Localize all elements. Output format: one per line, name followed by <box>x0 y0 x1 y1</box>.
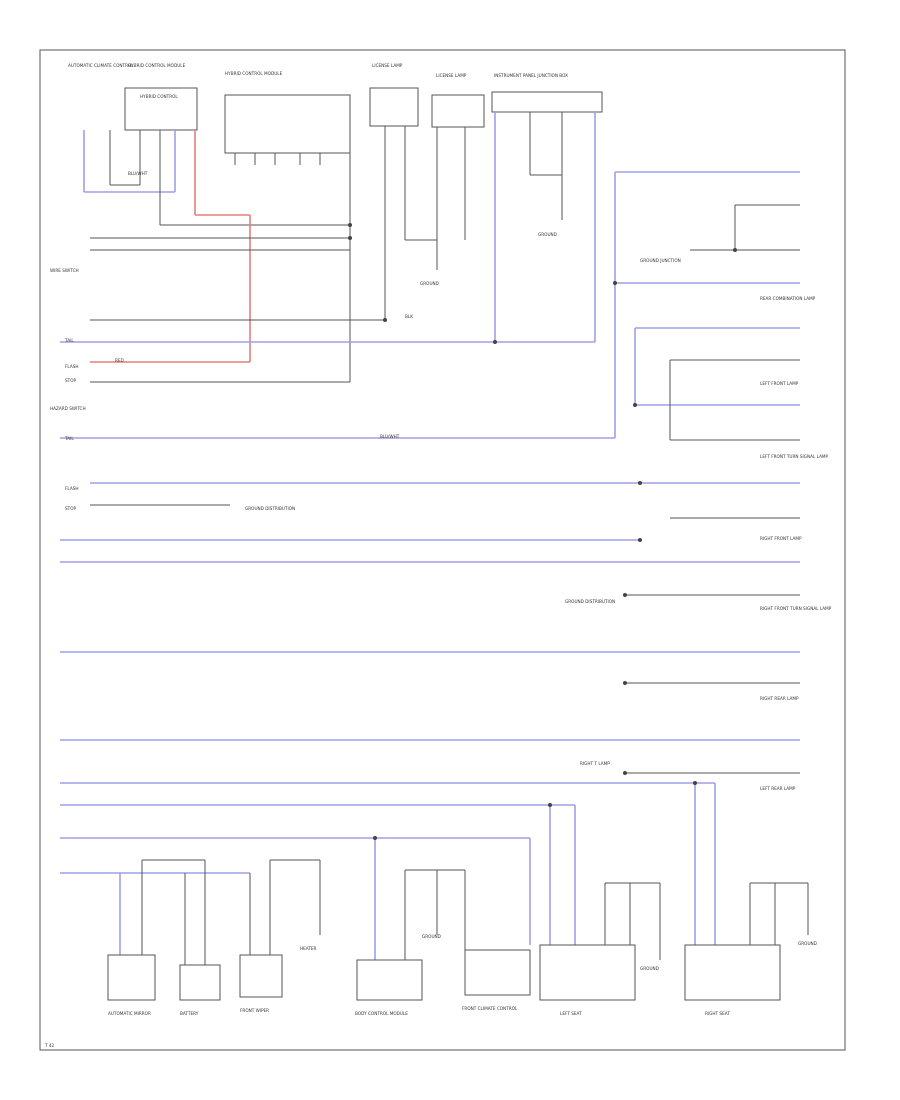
wire-label-blu-2: BLU/WHT <box>380 434 400 439</box>
label-hybrid-control-b: HYBRID CONTROL MODULE <box>225 71 283 76</box>
label-hybrid-inner: HYBRID CONTROL <box>140 94 178 99</box>
license-lamp-left-box <box>369 87 419 127</box>
front-climate-box <box>464 949 531 996</box>
label-tail: TAIL <box>64 338 74 343</box>
right-labels: GROUND JUNCTION REAR COMBINATION LAMP LE… <box>565 258 832 791</box>
label-ground-g2: GROUND <box>538 232 557 237</box>
top-stubs <box>83 112 596 383</box>
label-ground-distribution: GROUND DISTRIBUTION <box>565 599 615 604</box>
right-seat-box <box>684 944 781 1001</box>
front-wiper-box <box>239 954 283 998</box>
label-ground-dist: GROUND DISTRIBUTION <box>245 506 295 511</box>
left-seat-box <box>539 944 636 1001</box>
wire-label-blk: BLK <box>405 314 413 319</box>
label-front-climate: FRONT CLIMATE CONTROL <box>462 1006 518 1011</box>
auto-mirror-box <box>107 954 156 1001</box>
label-left-rear-lamp: LEFT REAR LAMP <box>760 786 796 791</box>
battery-box <box>179 964 221 1001</box>
splice-dots <box>348 223 737 840</box>
label-left-front-lamp: LEFT FRONT LAMP <box>760 381 799 386</box>
label-ip-junction: INSTRUMENT PANEL JUNCTION BOX <box>494 73 568 78</box>
label-auto-climate: AUTOMATIC CLIMATE CONTROL <box>68 63 134 68</box>
label-auto-mirror: AUTOMATIC MIRROR <box>108 1011 151 1016</box>
hybrid-control-module-b-box <box>224 94 351 154</box>
label-ground-g5: GROUND <box>798 941 817 946</box>
label-right-t-lamp: RIGHT T LAMP <box>580 761 610 766</box>
label-wire-switch: WIRE SWITCH <box>50 268 79 273</box>
label-stop: STOP <box>65 378 77 383</box>
label-left-front-turn: LEFT FRONT TURN SIGNAL LAMP <box>760 454 829 459</box>
label-right-seat: RIGHT SEAT <box>705 1011 730 1016</box>
label-flash-2: FLASH <box>65 486 79 491</box>
label-right-rear-lamp: RIGHT REAR LAMP <box>760 696 799 701</box>
top-components: AUTOMATIC CLIMATE CONTROL HYBRID CONTROL… <box>50 63 603 286</box>
label-right-front-turn: RIGHT FRONT TURN SIGNAL LAMP <box>760 606 832 611</box>
label-license-lamp-left: LICENSE LAMP <box>372 63 403 68</box>
label-front-wiper: FRONT WIPER <box>240 1008 269 1013</box>
label-stop-2: STOP <box>65 506 77 511</box>
label-ground-junction: GROUND JUNCTION <box>640 258 681 263</box>
main-wires <box>60 171 800 874</box>
label-heater: HEATER <box>300 946 317 951</box>
label-rear-combination: REAR COMBINATION LAMP <box>760 296 816 301</box>
label-ground-g1: GROUND <box>420 281 439 286</box>
bottom-components: AUTOMATIC MIRROR BATTERY FRONT WIPER HEA… <box>107 783 817 1016</box>
diagram-frame <box>39 49 846 1051</box>
ip-junction-box <box>491 91 603 113</box>
label-tail-2: TAIL <box>64 436 74 441</box>
license-lamp-right-box <box>431 94 485 128</box>
label-body-control: BODY CONTROL MODULE <box>355 1011 408 1016</box>
wire-label-blu: BLU/WHT <box>128 171 148 176</box>
label-right-front-lamp: RIGHT FRONT LAMP <box>760 536 802 541</box>
label-hazard-switch: HAZARD SWITCH <box>50 406 86 411</box>
body-control-box <box>356 959 423 1001</box>
hybrid-control-module-box <box>124 87 198 131</box>
label-hybrid-control: HYBRID CONTROL MODULE <box>128 63 186 68</box>
label-license-lamp-right: LICENSE LAMP <box>436 73 467 78</box>
footer-code: T 42 <box>44 1043 55 1048</box>
label-ground-g4: GROUND <box>640 966 659 971</box>
label-ground-g3: GROUND <box>422 934 441 939</box>
label-left-seat: LEFT SEAT <box>560 1011 582 1016</box>
wire-label-red: RED <box>115 358 124 363</box>
label-battery: BATTERY <box>180 1011 199 1016</box>
label-flash: FLASH <box>65 364 79 369</box>
left-labels: HAZARD SWITCH FLASH STOP FLASH STOP TAIL… <box>50 171 413 511</box>
